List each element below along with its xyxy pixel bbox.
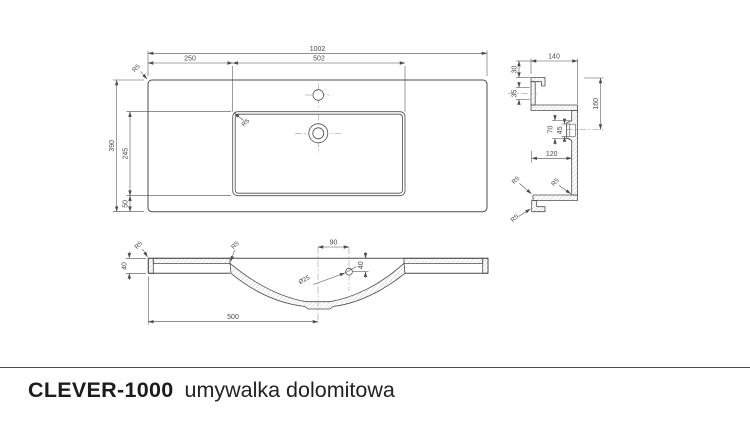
- separator-line: [0, 367, 750, 368]
- dim-label: 1002: [310, 46, 326, 53]
- dim-label: 502: [313, 56, 325, 63]
- dim-label: 390: [109, 140, 116, 152]
- side-bottom: [532, 194, 578, 201]
- plan-view: 1002 250 502 390 245 50: [109, 46, 488, 213]
- dim-plan-total-depth: 390: [109, 79, 144, 212]
- front-left-edge: [147, 257, 154, 274]
- dim-label: 500: [227, 314, 239, 321]
- side-mount-hook: [531, 200, 546, 213]
- dim-side-drain-boss-outer: 70: [547, 114, 570, 145]
- front-deck-left: [152, 257, 231, 264]
- side-section-view: 140 30 35 160 70: [508, 54, 604, 224]
- side-drain-socket: [569, 123, 576, 137]
- dim-label: 50: [123, 200, 130, 208]
- radius-plan-basin-corner: R5: [234, 112, 252, 128]
- radius-label: R5: [131, 63, 142, 74]
- dim-label: 90: [330, 240, 338, 247]
- product-name: umywalka dolomitowa: [184, 378, 395, 402]
- dim-label: 160: [593, 98, 600, 110]
- dim-side-mount-offset: 35: [511, 82, 530, 105]
- dim-label: 45: [557, 126, 564, 134]
- front-deck-right: [403, 257, 484, 264]
- faucet-hole: [305, 83, 332, 108]
- radius-plan-corner: R5: [131, 63, 148, 80]
- radius-label: R5: [511, 175, 522, 186]
- side-front-wall: [566, 110, 578, 196]
- dim-side-drain-boss-inner: 45: [557, 118, 570, 142]
- dim-label: 140: [548, 54, 560, 61]
- front-right-edge: [482, 257, 489, 274]
- radius-side-c: R5: [510, 208, 531, 224]
- drain-hole: [295, 113, 341, 154]
- overflow-dia-label: Ø25: [297, 274, 311, 286]
- dim-plan-basin-width: 502: [232, 56, 406, 112]
- radius-label: R5: [133, 240, 144, 251]
- front-outline: [147, 257, 489, 274]
- front-section-view: Ø25 90 40 40 500: [122, 240, 489, 325]
- front-bowl-shell: [229, 262, 406, 310]
- radius-label: R5: [241, 117, 252, 128]
- radius-label: R5: [510, 213, 521, 224]
- dim-side-inner-width: 120: [531, 150, 572, 163]
- side-deck: [530, 104, 578, 111]
- radius-side-b: R5: [550, 177, 571, 195]
- title-bar: CLEVER-1000 umywalka dolomitowa: [28, 378, 395, 403]
- overflow-hole: Ø25: [297, 247, 357, 291]
- dim-front-edge-height: 40: [122, 251, 146, 280]
- plan-outline: [147, 79, 488, 213]
- radius-label: R5: [230, 240, 241, 251]
- dim-label: 40: [358, 261, 365, 269]
- dim-plan-total-width: 1002: [147, 46, 488, 76]
- dim-label: 30: [511, 66, 518, 74]
- dim-plan-basin-depth: 245: [123, 111, 231, 196]
- model-name: CLEVER-1000: [28, 378, 174, 402]
- dim-front-overflow-drop: 40: [352, 252, 369, 278]
- radius-front-corner: R5: [133, 240, 148, 258]
- dim-front-center-offset: 500: [148, 276, 319, 325]
- dim-label: 70: [547, 126, 554, 134]
- plan-basin-outer: [232, 111, 406, 197]
- dim-front-overflow-offset: 90: [317, 240, 350, 249]
- dim-side-drain-height: 160: [566, 77, 604, 130]
- technical-drawing: 1002 250 502 390 245 50: [109, 46, 604, 325]
- dim-plan-front-margin: 50: [123, 195, 132, 212]
- radius-label: R5: [550, 177, 561, 188]
- dim-label: 35: [511, 90, 518, 98]
- dim-plan-tap-offset: 250: [147, 56, 233, 112]
- dim-label: 245: [123, 148, 130, 160]
- radius-side-a: R5: [511, 175, 532, 195]
- plan-basin-inner: [234, 113, 403, 194]
- dim-label: 40: [122, 262, 129, 270]
- dim-side-top-offset: 30: [511, 60, 531, 78]
- radius-front-bowl: R5: [230, 240, 241, 262]
- dim-label: 250: [184, 56, 196, 63]
- dim-label: 120: [546, 151, 558, 158]
